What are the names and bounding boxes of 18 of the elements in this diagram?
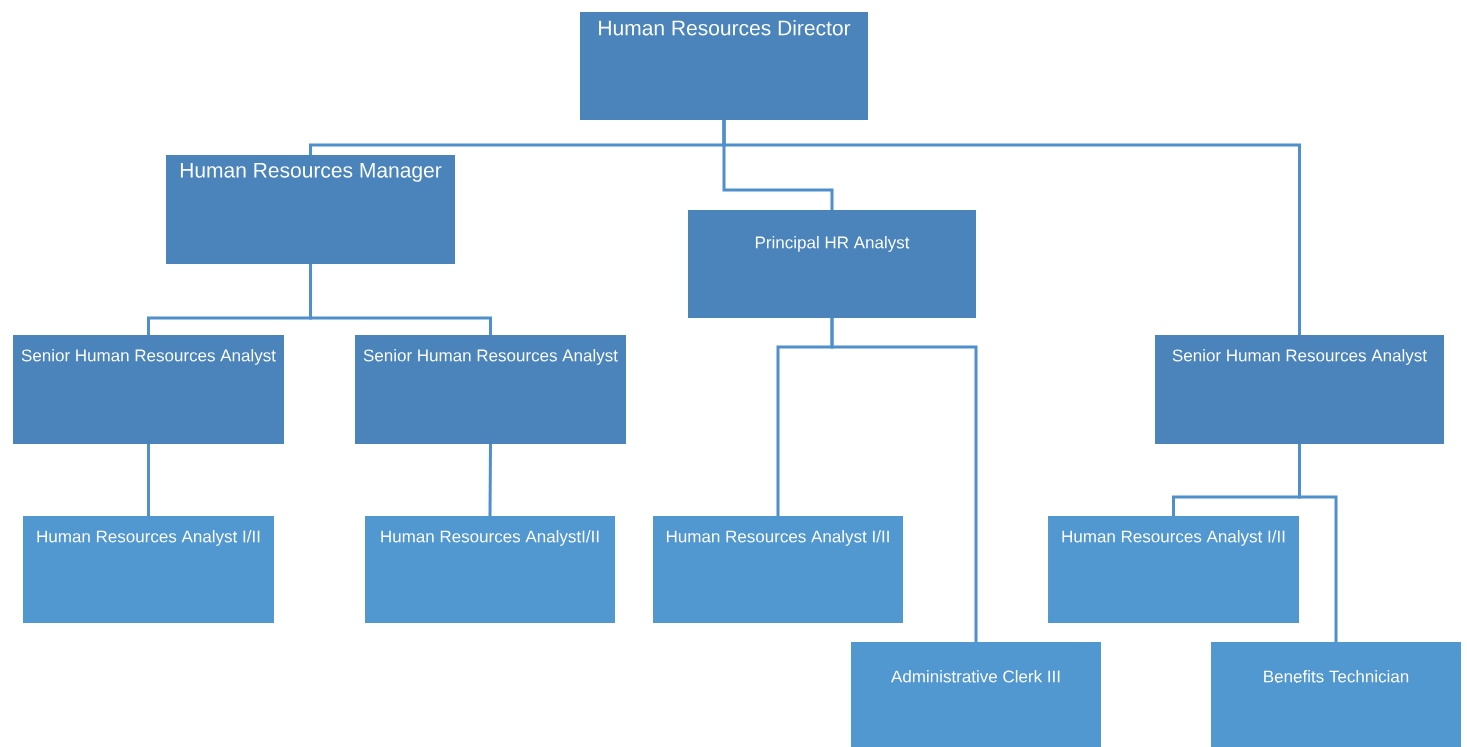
position-box: Senior Human Resources Analyst (1155, 335, 1444, 444)
connector-line (488, 444, 492, 517)
connector-line (309, 264, 492, 335)
position-box: Administrative Clerk III (851, 642, 1101, 747)
position-box: Human Resources Manager (166, 155, 455, 264)
position-box: Human Resources Director (580, 12, 868, 120)
position-box: Senior Human Resources Analyst (13, 335, 284, 444)
connector-line (722, 120, 1301, 335)
position-box: Human Resources Analyst I/II (653, 516, 903, 623)
position-box: Human Resources AnalystI/II (365, 516, 615, 623)
position-box: Human Resources Analyst I/II (23, 516, 274, 623)
position-box: Principal HR Analyst (688, 210, 976, 318)
position-box: Senior Human Resources Analyst (355, 335, 626, 444)
connector-line (1298, 444, 1338, 642)
connector-line (830, 318, 978, 642)
position-box: Benefits Technician (1211, 642, 1461, 747)
connector-line (147, 444, 150, 516)
position-box: Human Resources Analyst I/II (1048, 516, 1299, 623)
